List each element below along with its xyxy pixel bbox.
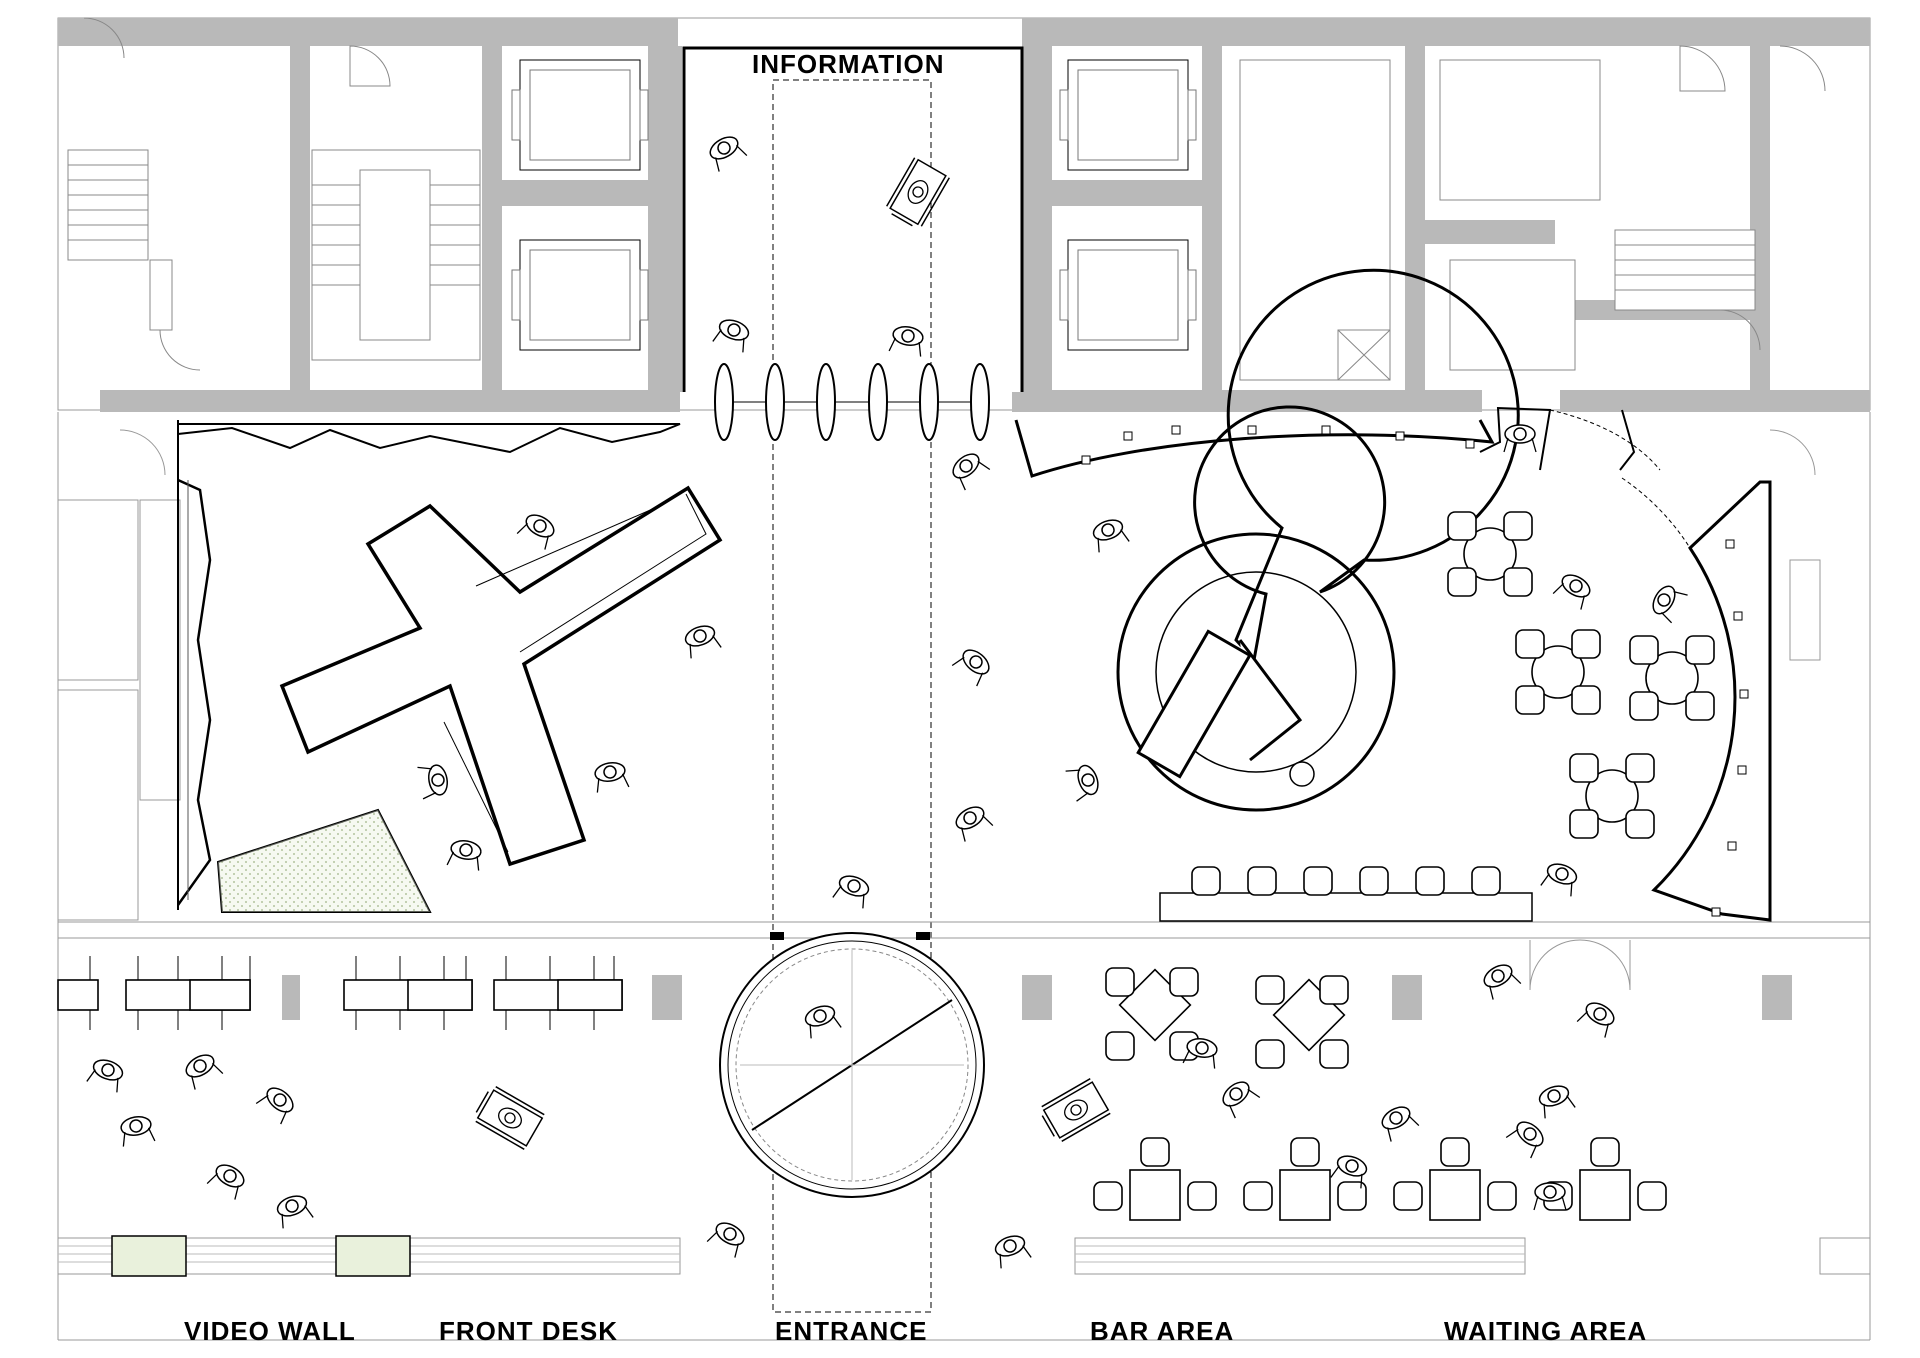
revolving-door: [719, 932, 985, 1198]
waiting-partition: [1014, 406, 1772, 922]
bar-stools: [1159, 866, 1533, 922]
lobby-shell: [57, 412, 1871, 1341]
label-waiting-area: WAITING AREA: [1444, 1316, 1648, 1346]
label-information: INFORMATION: [752, 49, 945, 79]
label-bar-area: BAR AREA: [1090, 1316, 1235, 1346]
planter-box: [111, 1235, 187, 1277]
label-front-desk: FRONT DESK: [439, 1316, 618, 1346]
bar-counter: [1116, 268, 1520, 812]
video-wall-seating: [57, 979, 623, 1011]
bench-strips: [57, 1237, 1871, 1275]
waiting-tables: [1447, 511, 1715, 839]
bar-area-tables: [1093, 967, 1667, 1221]
video-wall: [176, 420, 681, 910]
label-video-wall: VIDEO WALL: [184, 1316, 356, 1346]
label-entrance: ENTRANCE: [775, 1316, 928, 1346]
information-room: [682, 46, 1024, 1313]
planter-box: [335, 1235, 411, 1277]
front-desk: [279, 485, 723, 867]
planter-bed: [216, 808, 432, 913]
